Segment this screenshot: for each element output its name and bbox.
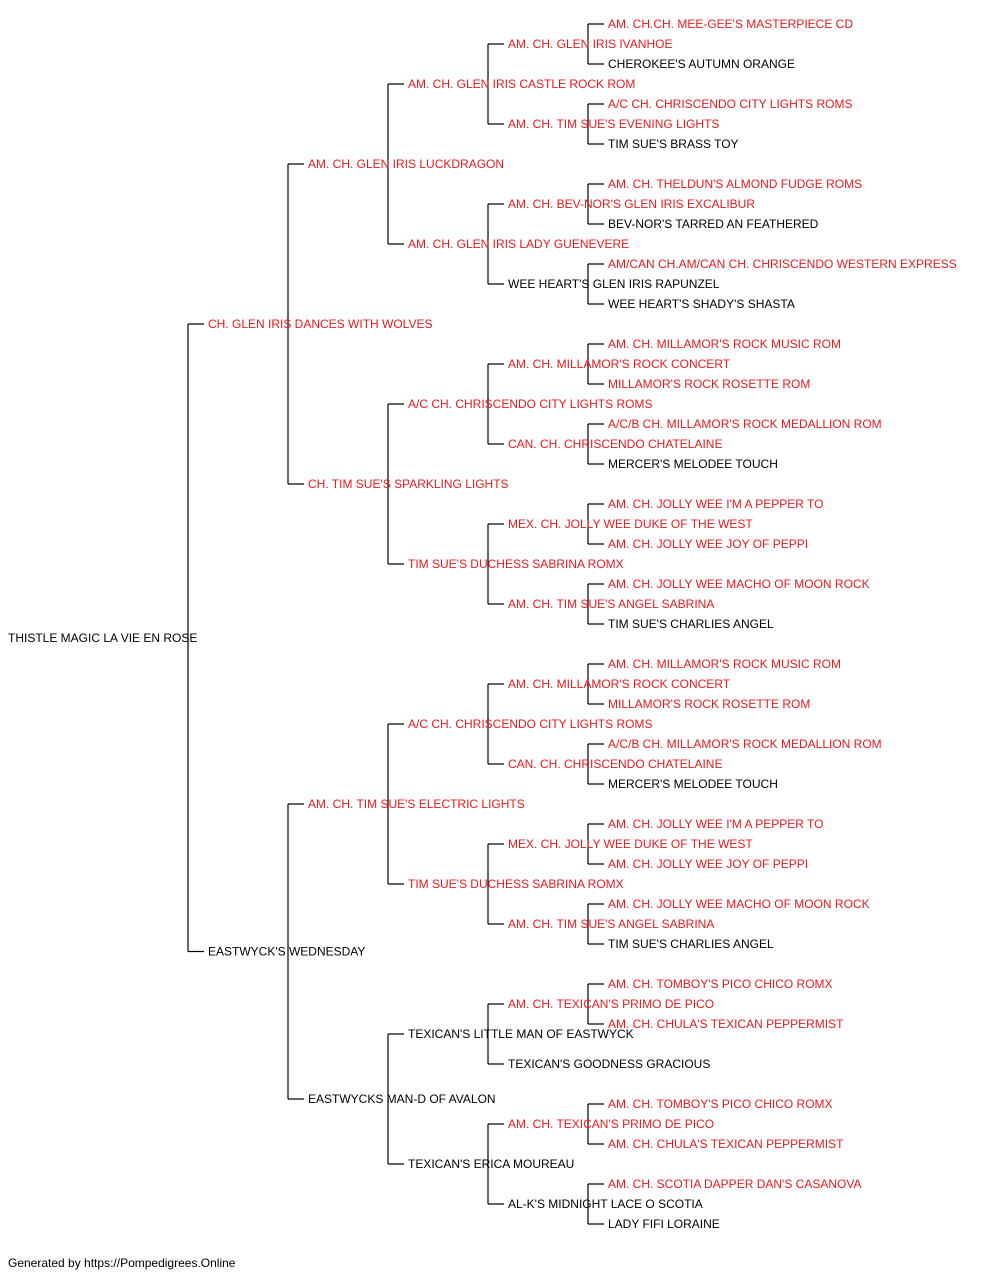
ancestor-name: AM. CH. GLEN IRIS CASTLE ROCK ROM (408, 77, 635, 91)
ancestor-name: TIM SUE'S CHARLIES ANGEL (608, 937, 774, 951)
ancestor-name: CH. GLEN IRIS DANCES WITH WOLVES (208, 317, 432, 331)
ancestor-name: AM. CH. JOLLY WEE I'M A PEPPER TO (608, 497, 823, 511)
ancestor-name: AM. CH. MILLAMOR'S ROCK MUSIC ROM (608, 337, 841, 351)
ancestor-name: TEXICAN'S GOODNESS GRACIOUS (508, 1057, 710, 1071)
ancestor-name: AM. CH. GLEN IRIS LUCKDRAGON (308, 157, 504, 171)
generated-by-footer: Generated by https://Pompedigrees.Online (8, 1256, 236, 1270)
ancestor-name: TIM SUE'S DUCHESS SABRINA ROMX (408, 557, 624, 571)
ancestor-name: AM. CH. JOLLY WEE I'M A PEPPER TO (608, 817, 823, 831)
ancestor-name: TIM SUE'S CHARLIES ANGEL (608, 617, 774, 631)
ancestor-name: AM. CH. TIM SUE'S ELECTRIC LIGHTS (308, 797, 525, 811)
ancestor-name: AM. CH. CHULA'S TEXICAN PEPPERMIST (608, 1137, 844, 1151)
ancestor-name: MILLAMOR'S ROCK ROSETTE ROM (608, 697, 810, 711)
ancestor-name: AM. CH. TEXICAN'S PRIMO DE PICO (508, 997, 714, 1011)
ancestor-name: WEE HEART'S SHADY'S SHASTA (608, 297, 795, 311)
ancestor-name: A/C/B CH. MILLAMOR'S ROCK MEDALLION ROM (608, 417, 882, 431)
pedigree-connector-lines (187, 23, 604, 1225)
ancestor-name: AM. CH. TOMBOY'S PICO CHICO ROMX (608, 977, 833, 991)
ancestor-name: CHEROKEE'S AUTUMN ORANGE (608, 57, 795, 71)
ancestor-name: A/C CH. CHRISCENDO CITY LIGHTS ROMS (408, 717, 652, 731)
ancestor-name: AM. CH. TOMBOY'S PICO CHICO ROMX (608, 1097, 833, 1111)
ancestor-name: EASTWYCK'S WEDNESDAY (208, 945, 365, 959)
ancestor-name: AM. CH. TIM SUE'S ANGEL SABRINA (508, 597, 714, 611)
ancestor-name: AM. CH. TEXICAN'S PRIMO DE PICO (508, 1117, 714, 1131)
ancestor-name: A/C/B CH. MILLAMOR'S ROCK MEDALLION ROM (608, 737, 882, 751)
ancestor-name: AM. CH. JOLLY WEE MACHO OF MOON ROCK (608, 577, 870, 591)
ancestor-name: A/C CH. CHRISCENDO CITY LIGHTS ROMS (408, 397, 652, 411)
ancestor-name: MEX. CH. JOLLY WEE DUKE OF THE WEST (508, 837, 753, 851)
ancestor-name: AM. CH. SCOTIA DAPPER DAN'S CASANOVA (608, 1177, 861, 1191)
ancestor-name: MEX. CH. JOLLY WEE DUKE OF THE WEST (508, 517, 753, 531)
ancestor-name: AM. CH. TIM SUE'S ANGEL SABRINA (508, 917, 714, 931)
ancestor-name: CAN. CH. CHRISCENDO CHATELAINE (508, 757, 722, 771)
ancestor-name: WEE HEART'S GLEN IRIS RAPUNZEL (508, 277, 720, 291)
ancestor-name: A/C CH. CHRISCENDO CITY LIGHTS ROMS (608, 97, 852, 111)
ancestor-name: LADY FIFI LORAINE (608, 1217, 720, 1231)
ancestor-name: AM. CH. THELDUN'S ALMOND FUDGE ROMS (608, 177, 862, 191)
ancestor-name: TIM SUE'S BRASS TOY (608, 137, 739, 151)
ancestor-name: TEXICAN'S ERICA MOUREAU (408, 1157, 574, 1171)
ancestor-name: EASTWYCKS MAN-D OF AVALON (308, 1092, 496, 1106)
ancestor-name: AM. CH. GLEN IRIS IVANHOE (508, 37, 672, 51)
ancestor-name: AM. CH.CH. MEE-GEE'S MASTERPIECE CD (608, 17, 853, 31)
ancestor-name: MILLAMOR'S ROCK ROSETTE ROM (608, 377, 810, 391)
ancestor-name: AM. CH. GLEN IRIS LADY GUENEVERE (408, 237, 629, 251)
ancestor-name: AM. CH. JOLLY WEE JOY OF PEPPI (608, 857, 808, 871)
ancestor-name: TIM SUE'S DUCHESS SABRINA ROMX (408, 877, 624, 891)
pedigree-names: THISTLE MAGIC LA VIE EN ROSE CH. GLEN IRI… (8, 17, 957, 1231)
ancestor-name: AM/CAN CH.AM/CAN CH. CHRISCENDO WESTERN … (608, 257, 957, 271)
ancestor-name: TEXICAN'S LITTLE MAN OF EASTWYCK (408, 1027, 634, 1041)
ancestor-name: BEV-NOR'S TARRED AN FEATHERED (608, 217, 819, 231)
ancestor-name: AL-K'S MIDNIGHT LACE O SCOTIA (508, 1197, 703, 1211)
ancestor-name: AM. CH. MILLAMOR'S ROCK CONCERT (508, 677, 731, 691)
ancestor-name: AM. CH. JOLLY WEE JOY OF PEPPI (608, 537, 808, 551)
ancestor-name: AM. CH. CHULA'S TEXICAN PEPPERMIST (608, 1017, 844, 1031)
ancestor-name: CAN. CH. CHRISCENDO CHATELAINE (508, 437, 722, 451)
ancestor-name: MERCER'S MELODEE TOUCH (608, 457, 778, 471)
subject-dog-name: THISTLE MAGIC LA VIE EN ROSE (8, 631, 197, 645)
ancestor-name: AM. CH. MILLAMOR'S ROCK CONCERT (508, 357, 731, 371)
ancestor-name: MERCER'S MELODEE TOUCH (608, 777, 778, 791)
ancestor-name: AM. CH. MILLAMOR'S ROCK MUSIC ROM (608, 657, 841, 671)
pedigree-tree: THISTLE MAGIC LA VIE EN ROSE CH. GLEN IRI… (8, 17, 957, 1231)
ancestor-name: AM. CH. TIM SUE'S EVENING LIGHTS (508, 117, 719, 131)
ancestor-name: AM. CH. JOLLY WEE MACHO OF MOON ROCK (608, 897, 870, 911)
ancestor-name: AM. CH. BEV-NOR'S GLEN IRIS EXCALIBUR (508, 197, 755, 211)
ancestor-name: CH. TIM SUE'S SPARKLING LIGHTS (308, 477, 509, 491)
